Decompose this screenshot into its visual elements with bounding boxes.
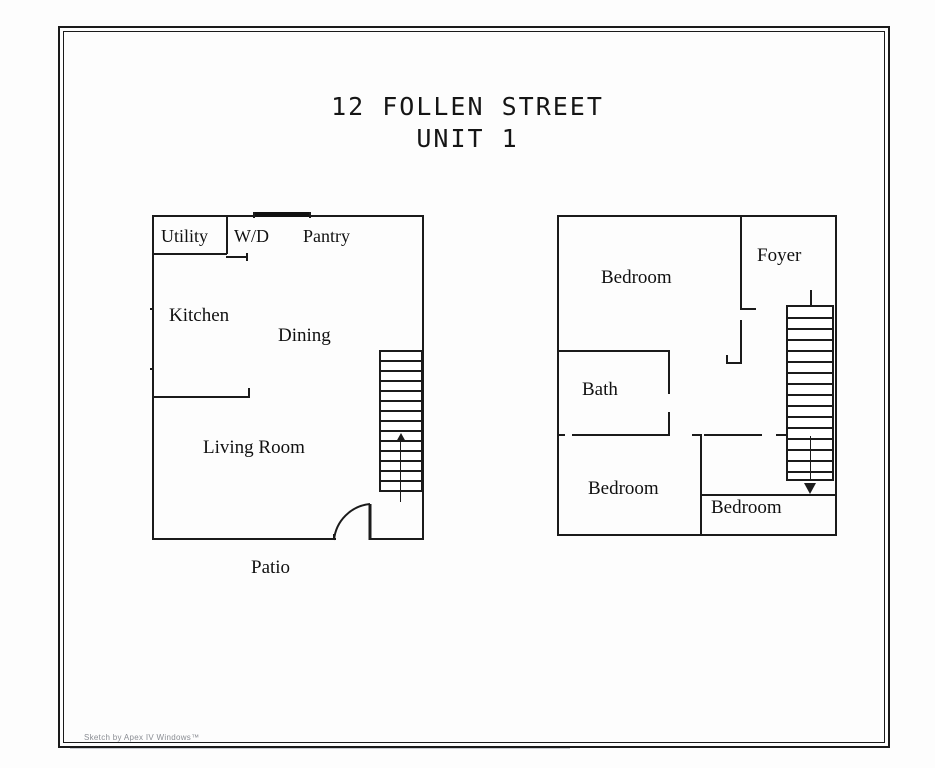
patio-door [333, 503, 372, 541]
page-border-outer [58, 26, 890, 748]
page-border-inner [63, 31, 885, 743]
room-label-foyer: Foyer [757, 245, 802, 266]
room-label-kitchen: Kitchen [169, 305, 230, 326]
wall-mark-west-lower [150, 368, 154, 370]
wall-hall-stub-mid-left [692, 434, 700, 436]
wall-hall-south [704, 434, 762, 436]
wall-rear-bedrooms-divider [700, 434, 702, 536]
staircase-up-arrow [396, 433, 406, 442]
watermark-rule [70, 748, 570, 749]
room-label-bath: Bath [582, 379, 618, 400]
room-label-bedroom-rear-right: Bedroom [711, 497, 782, 518]
wall-hall-stub-east [776, 434, 792, 436]
room-label-bedroom-rear-left: Bedroom [588, 478, 659, 499]
window-jamb-left [253, 212, 255, 218]
room-label-patio: Patio [251, 557, 291, 578]
staircase-down-rail-top [810, 290, 812, 306]
staircase-up-stem [400, 440, 401, 502]
wall-wd-south [226, 256, 248, 258]
room-label-utility: Utility [161, 226, 209, 246]
wall-utility-east [226, 216, 228, 254]
wall-front-bedroom-jog-jamb [726, 355, 728, 364]
watermark-label: Sketch by Apex IV Windows™ [84, 733, 200, 742]
wall-front-bedroom-east-lower [740, 320, 742, 364]
window-left-plan-top [253, 212, 311, 217]
wall-right-plan-top [557, 215, 837, 217]
staircase-down [786, 305, 834, 481]
wall-right-plan-east [835, 215, 837, 536]
wall-kitchen-door-jamb [248, 388, 250, 398]
wall-bath-east-upper [668, 350, 670, 394]
wall-left-plan-bottom-east [370, 538, 424, 540]
wall-bath-east-lower [668, 412, 670, 436]
room-label-pantry: Pantry [303, 226, 350, 246]
room-label-bedroom-front: Bedroom [601, 267, 672, 288]
wall-wd-jamb [246, 253, 248, 261]
wall-front-bedroom-east-upper [740, 215, 742, 310]
wall-right-plan-west [557, 215, 559, 536]
wall-front-bedroom-south [557, 350, 670, 352]
wall-bath-south [572, 434, 670, 436]
wall-right-plan-bottom [557, 534, 837, 536]
room-label-dining: Dining [278, 325, 331, 346]
wall-utility-south [152, 253, 227, 255]
wall-left-plan-east [422, 215, 424, 540]
room-label-living-room: Living Room [203, 437, 305, 458]
room-label-wd: W/D [234, 226, 269, 246]
wall-kitchen-south [152, 396, 250, 398]
staircase-down-arrow [804, 483, 816, 494]
wall-rear-right-bedroom-north [700, 494, 836, 496]
window-jamb-right [309, 212, 311, 218]
wall-left-plan-west [152, 215, 154, 540]
wall-front-bedroom-door-head [740, 308, 756, 310]
wall-left-plan-bottom-west [152, 538, 336, 540]
wall-front-bedroom-jog [726, 362, 742, 364]
wall-mark-west-upper [150, 308, 154, 310]
wall-hall-stub-west [557, 434, 565, 436]
